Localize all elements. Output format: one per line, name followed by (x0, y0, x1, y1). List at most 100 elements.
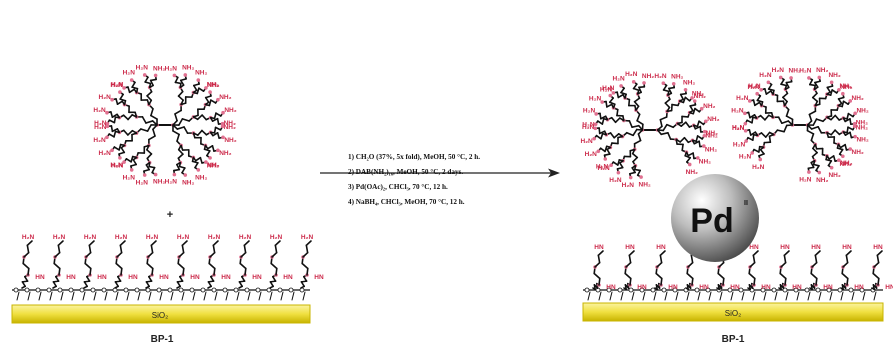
siloxane-bead (24, 287, 30, 293)
amine-label: H₂N (94, 120, 107, 127)
amine-label: NH₂ (207, 82, 219, 89)
bond (305, 244, 309, 254)
bond (172, 130, 180, 136)
nitrogen-node (118, 90, 122, 94)
bond (659, 254, 663, 264)
bond (597, 250, 604, 257)
bond (834, 129, 841, 136)
bond (240, 251, 247, 258)
amine-label: NH₂ (706, 130, 718, 137)
bond (152, 128, 156, 137)
amine-label: HN (35, 274, 45, 281)
bond (779, 272, 787, 280)
amine-label: NH₂ (195, 174, 207, 181)
nitrogen-node (129, 168, 134, 172)
bond (844, 131, 851, 137)
bond (851, 291, 855, 301)
amine-label: H₂N (612, 75, 625, 82)
amine-label: NH₂ (153, 65, 165, 72)
bond (681, 143, 684, 152)
bond (115, 291, 119, 301)
amine-label: HN (730, 284, 740, 291)
bond (177, 144, 182, 151)
bond (57, 240, 64, 247)
bond (631, 124, 640, 129)
bond (689, 103, 697, 107)
bond (182, 267, 185, 276)
amine-label: H₂N (732, 124, 745, 131)
bond (628, 254, 632, 264)
bond (692, 152, 695, 160)
nitrogen-node (129, 78, 134, 82)
bond (784, 277, 787, 286)
nitrogen-node (122, 160, 126, 164)
bond (758, 145, 761, 153)
siloxane-bead (123, 287, 129, 293)
bond (111, 113, 118, 119)
bond (636, 119, 644, 126)
bond (682, 96, 687, 104)
bond (876, 254, 880, 264)
bond (829, 89, 833, 96)
bond (811, 92, 818, 99)
bond (754, 101, 761, 107)
nitrogen-node (594, 112, 598, 116)
bond (617, 159, 621, 166)
siloxane-bead (200, 287, 206, 293)
bond (179, 78, 187, 82)
bond (243, 244, 247, 254)
bond (214, 126, 222, 131)
amine-label: H₂N (111, 162, 124, 169)
bond (698, 120, 705, 126)
bond (152, 124, 158, 131)
nitrogen-node (183, 173, 188, 177)
nitrogen-node (110, 97, 114, 102)
bond (827, 160, 833, 167)
bond (181, 291, 185, 301)
amine-label: NH₂ (840, 160, 852, 167)
right-material-label: BP-1 (722, 334, 745, 345)
bond (127, 114, 133, 121)
amine-label: NH₂ (207, 162, 219, 169)
nitrogen-node (841, 154, 845, 159)
bond (626, 131, 634, 137)
bond (616, 108, 619, 117)
bond (280, 291, 284, 301)
amine-label: HN (128, 274, 138, 281)
bond (606, 148, 611, 155)
bond (808, 78, 814, 86)
bond (16, 291, 20, 301)
amine-label: H₂N (582, 121, 595, 128)
bond (269, 291, 273, 301)
bond (134, 111, 138, 118)
pd-nanoparticle: Pd II (671, 174, 759, 262)
bond (807, 166, 815, 170)
bond (659, 250, 666, 257)
nitrogen-node (616, 170, 621, 175)
nitrogen-node (196, 78, 201, 82)
bond (631, 167, 636, 174)
bond (204, 95, 212, 99)
bond (829, 291, 833, 301)
reaction-arrow (320, 168, 560, 178)
amine-label: NH₂ (856, 137, 868, 144)
bond (837, 96, 845, 100)
bond (664, 102, 671, 109)
bond (846, 277, 849, 286)
bond (685, 156, 692, 163)
amine-label: NH₂ (686, 169, 698, 176)
siloxane-bead (244, 287, 250, 293)
bond (127, 129, 134, 136)
bond (842, 100, 849, 105)
amine-label: H₂N (654, 73, 667, 80)
bond (781, 120, 790, 124)
bond (204, 96, 210, 104)
bond (846, 126, 849, 134)
bond (83, 280, 91, 283)
amine-label: H₂N (270, 234, 283, 241)
bond (143, 144, 150, 148)
bond (213, 126, 217, 134)
bond (174, 113, 178, 122)
bond (93, 291, 97, 301)
